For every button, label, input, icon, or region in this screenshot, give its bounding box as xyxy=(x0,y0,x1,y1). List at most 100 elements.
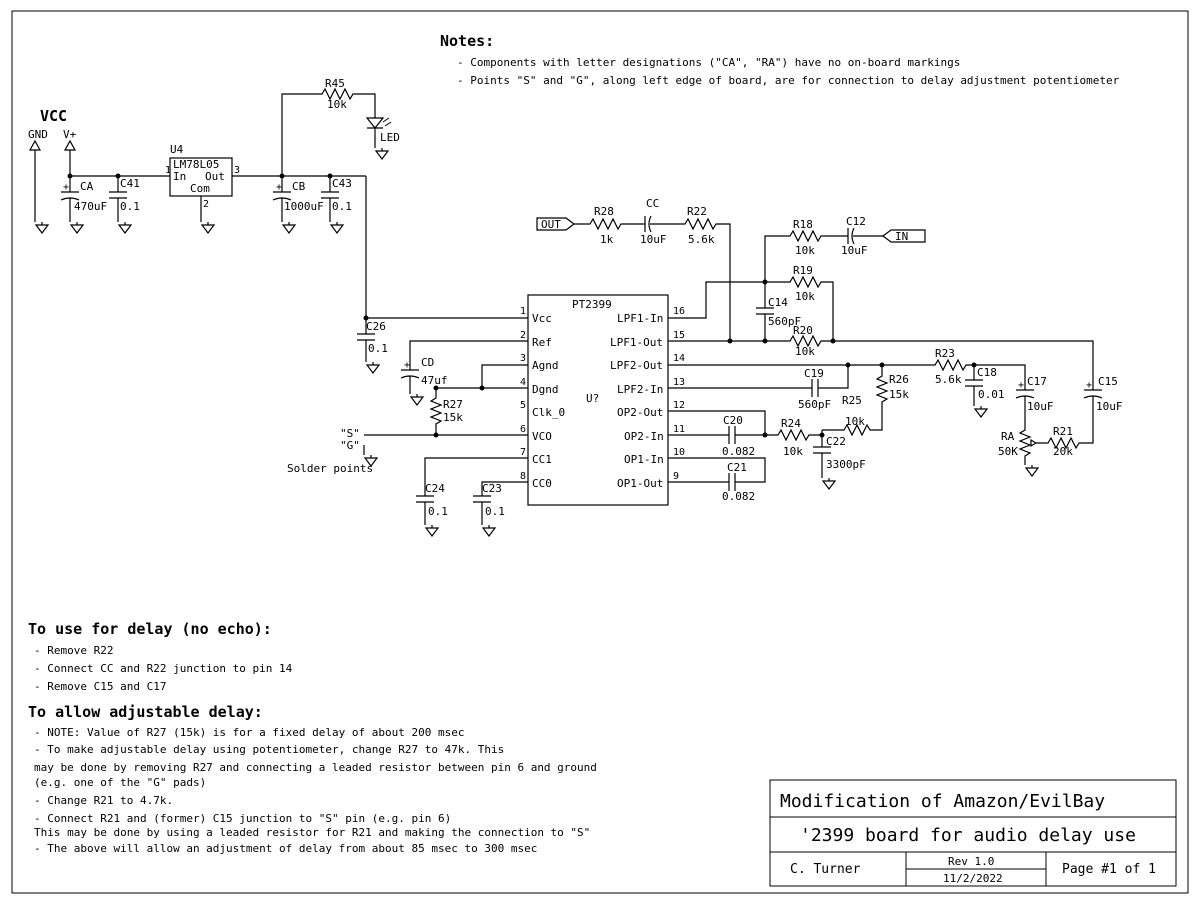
out-port: OUT xyxy=(541,218,561,231)
pin-name: Dgnd xyxy=(532,383,559,396)
c21-ref: C21 xyxy=(727,461,747,474)
r18-val: 10k xyxy=(795,244,815,257)
c21-val: 0.082 xyxy=(722,490,755,503)
pin-name: Agnd xyxy=(532,359,559,372)
r20-val: 10k xyxy=(795,345,815,358)
op-network: C20 0.082 R24 10k C22 3300pF C21 0.082 xyxy=(668,410,866,503)
cb-ref: CB xyxy=(292,180,306,193)
ra-ref: RA xyxy=(1001,430,1015,443)
c14-val: 560pF xyxy=(768,315,801,328)
pin-num: 14 xyxy=(673,353,685,364)
solder-s: "S" xyxy=(340,427,360,440)
c20-ref: C20 xyxy=(723,414,743,427)
pin-name: LPF2-Out xyxy=(610,359,663,372)
adjust-line: - To make adjustable delay using potenti… xyxy=(34,743,504,756)
r23-val: 5.6k xyxy=(935,373,962,386)
cb-val: 1000uF xyxy=(284,200,324,213)
c41-ref: C41 xyxy=(120,177,140,190)
tb-rev: Rev 1.0 xyxy=(948,855,994,868)
pin-name: LPF1-In xyxy=(617,312,663,325)
delay-notes: To use for delay (no echo): - Remove R22… xyxy=(28,620,293,693)
pin-num: 1 xyxy=(520,306,526,317)
pin-num: 16 xyxy=(673,306,685,317)
r18-ref: R18 xyxy=(793,218,813,231)
pin-num: 7 xyxy=(520,447,526,458)
c19-ref: C19 xyxy=(804,367,824,380)
ic-left-pins: 1 Vcc 2 Ref 3 Agnd 4 Dgnd 5 Clk_0 6 VCO … xyxy=(520,306,565,490)
c15-val: 10uF xyxy=(1096,400,1123,413)
adjust-line: (e.g. one of the "G" pads) xyxy=(34,776,206,789)
c18-val: 0.01 xyxy=(978,388,1005,401)
c26-ref: C26 xyxy=(366,320,386,333)
output-chain: OUT R28 1k CC 10uF R22 5.6k xyxy=(536,197,733,344)
u4-pin-com: 2 xyxy=(203,199,209,210)
cd-val: 47uf xyxy=(421,374,448,387)
pin-num: 5 xyxy=(520,400,526,411)
adjust-heading: To allow adjustable delay: xyxy=(28,703,263,721)
c43-ref: C43 xyxy=(332,177,352,190)
c17-val: 10uF xyxy=(1027,400,1054,413)
pin-num: 13 xyxy=(673,377,685,388)
adjust-line: - NOTE: Value of R27 (15k) is for a fixe… xyxy=(34,726,464,739)
cc-val: 10uF xyxy=(640,233,667,246)
r27-val: 15k xyxy=(443,411,463,424)
pin-name: LPF1-Out xyxy=(610,336,663,349)
pin-name: CC1 xyxy=(532,453,552,466)
c24-val: 0.1 xyxy=(428,505,448,518)
adjust-line: - The above will allow an adjustment of … xyxy=(34,842,537,855)
c22-ref: C22 xyxy=(826,435,846,448)
delay-line: - Connect CC and R22 junction to pin 14 xyxy=(34,662,293,675)
cc-ref: CC xyxy=(646,197,659,210)
r26-ref: R26 xyxy=(889,373,909,386)
r23-ref: R23 xyxy=(935,347,955,360)
power-section: VCC GND V+ + CA 470uF C41 0.1 U4 LM78L05… xyxy=(28,77,528,321)
sheet-border xyxy=(11,10,1189,894)
pin-name: Clk_0 xyxy=(532,406,565,419)
r24-ref: R24 xyxy=(781,417,801,430)
notes-heading: Notes: xyxy=(440,32,494,50)
c22-val: 3300pF xyxy=(826,458,866,471)
notes: Notes: - Components with letter designat… xyxy=(440,32,1120,87)
pin-name: OP1-Out xyxy=(617,477,663,490)
tb-subtitle: '2399 board for audio delay use xyxy=(800,825,1136,846)
delay-line: - Remove C15 and C17 xyxy=(34,680,166,693)
pin-name: Vcc xyxy=(532,312,552,325)
pin-num: 2 xyxy=(520,330,526,341)
ic-left-circuit: C26 0.1 + CD 47uf R27 15k "S" "G" Solder… xyxy=(287,318,528,537)
pin-name: OP1-In xyxy=(624,453,664,466)
c43-val: 0.1 xyxy=(332,200,352,213)
r21-ref: R21 xyxy=(1053,425,1073,438)
c23-val: 0.1 xyxy=(485,505,505,518)
u4-pin-in: 1 xyxy=(165,165,171,176)
svg-text:+: + xyxy=(1018,380,1024,391)
led-ref: LED xyxy=(380,131,400,144)
c12-ref: C12 xyxy=(846,215,866,228)
pin-name: VCO xyxy=(532,430,552,443)
r28-ref: R28 xyxy=(594,205,614,218)
notes-line-1: - Components with letter designations ("… xyxy=(457,56,960,69)
vplus-label: V+ xyxy=(63,128,77,141)
pin-name: OP2-Out xyxy=(617,406,663,419)
c20-val: 0.082 xyxy=(722,445,755,458)
u4-com: Com xyxy=(190,182,210,195)
u4-pin-out: 3 xyxy=(234,165,240,176)
u4-in: In xyxy=(173,170,186,183)
ic-ref: U? xyxy=(586,392,599,405)
adjust-line: may be done by removing R27 and connecti… xyxy=(34,761,597,774)
c41-val: 0.1 xyxy=(120,200,140,213)
r22-val: 5.6k xyxy=(688,233,715,246)
tb-date: 11/2/2022 xyxy=(943,872,1003,885)
r19-val: 10k xyxy=(795,290,815,303)
vcc-label: VCC xyxy=(40,107,67,125)
tb-author: C. Turner xyxy=(790,862,861,877)
adjust-line: This may be done by using a leaded resis… xyxy=(34,826,590,839)
delay-line: - Remove R22 xyxy=(34,644,113,657)
c18-ref: C18 xyxy=(977,366,997,379)
pin-name: CC0 xyxy=(532,477,552,490)
c26-val: 0.1 xyxy=(368,342,388,355)
r27-ref: R27 xyxy=(443,398,463,411)
lpf1-network: IN R18 10k C12 10uF R19 10k C14 560pF R2… xyxy=(668,215,1094,390)
c23-ref: C23 xyxy=(482,482,502,495)
r19-ref: R19 xyxy=(793,264,813,277)
